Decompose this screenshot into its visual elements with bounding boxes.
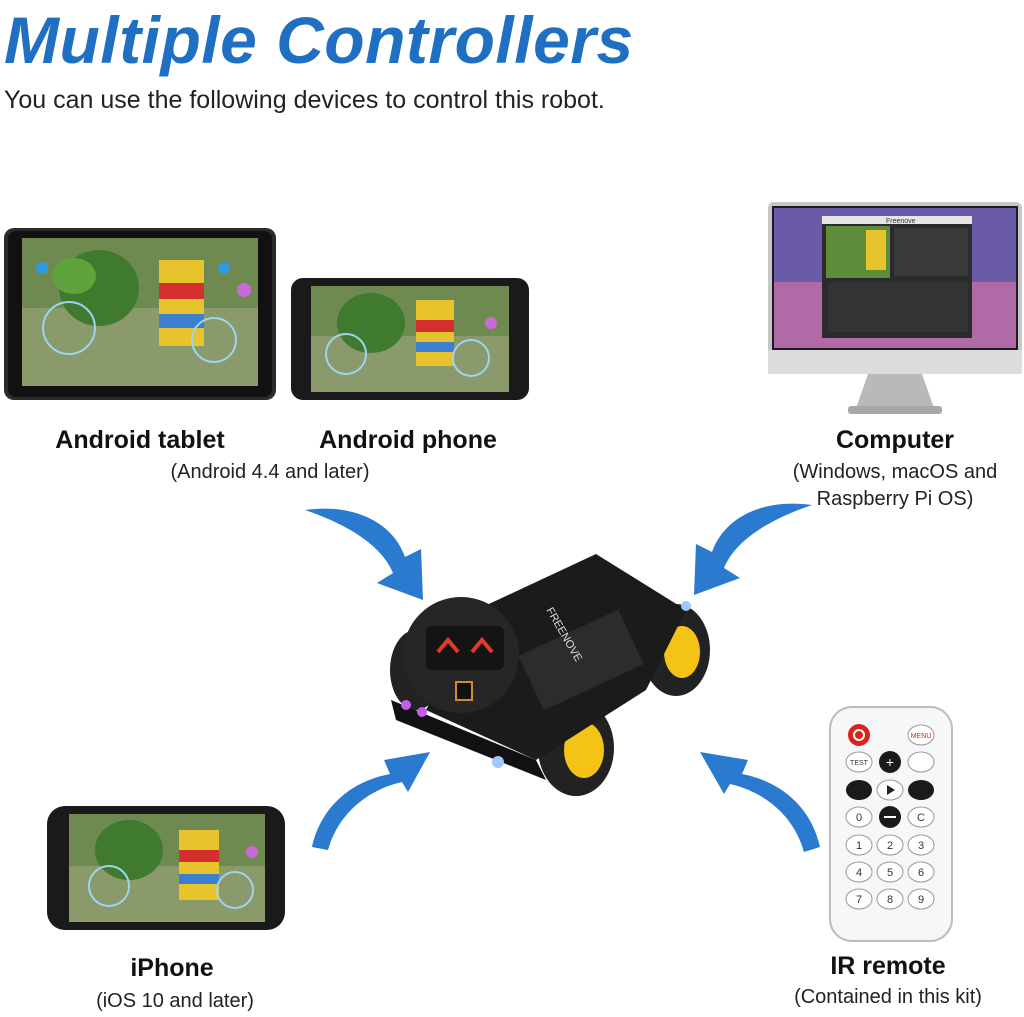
ir-remote-image: MENU TEST + 0 C 1 2 3 4 5 6 7 8 9 [829,706,953,942]
computer-image: Freenove [768,202,1022,414]
remote-key-3: 3 [918,840,924,852]
android-tablet-image [4,228,276,400]
iphone-image [47,806,285,930]
remote-key-9: 9 [918,894,924,906]
remote-key-7: 7 [856,894,862,906]
ir-remote-label: IR remote [830,952,946,980]
remote-key-4: 4 [856,867,862,879]
android-version-note: (Android 4.4 and later) [170,461,370,483]
computer-note-line2: Raspberry Pi OS) [816,488,974,510]
android-phone-image [291,278,529,400]
android-phone-label: Android phone [319,426,497,454]
remote-key-0: 0 [856,812,862,824]
arrow-iphone-to-robot-icon [312,752,430,850]
computer-note-line1: (Windows, macOS and [792,461,998,483]
arrow-tablet-to-robot-icon [305,508,423,600]
android-tablet-label: Android tablet [55,426,225,454]
arrow-remote-to-robot-icon [700,752,820,852]
robot-car-image: FREENOVE [390,554,710,796]
svg-text:+: + [886,754,894,770]
page-title: Multiple Controllers [4,3,634,77]
ir-remote-note: (Contained in this kit) [794,986,982,1008]
iphone-version-note: (iOS 10 and later) [96,990,254,1012]
remote-key-8: 8 [887,894,893,906]
arrow-computer-to-robot-icon [694,503,812,595]
computer-label: Computer [835,426,955,454]
remote-test-label: TEST [850,760,869,767]
remote-menu-label: MENU [911,733,932,740]
remote-key-2: 2 [887,840,893,852]
remote-key-1: 1 [856,840,862,852]
remote-key-6: 6 [918,867,924,879]
remote-key-5: 5 [887,867,893,879]
page-subtitle: You can use the following devices to con… [4,86,605,114]
computer-window-title: Freenove [886,218,916,225]
remote-key-c: C [917,812,925,824]
iphone-label: iPhone [130,954,214,982]
